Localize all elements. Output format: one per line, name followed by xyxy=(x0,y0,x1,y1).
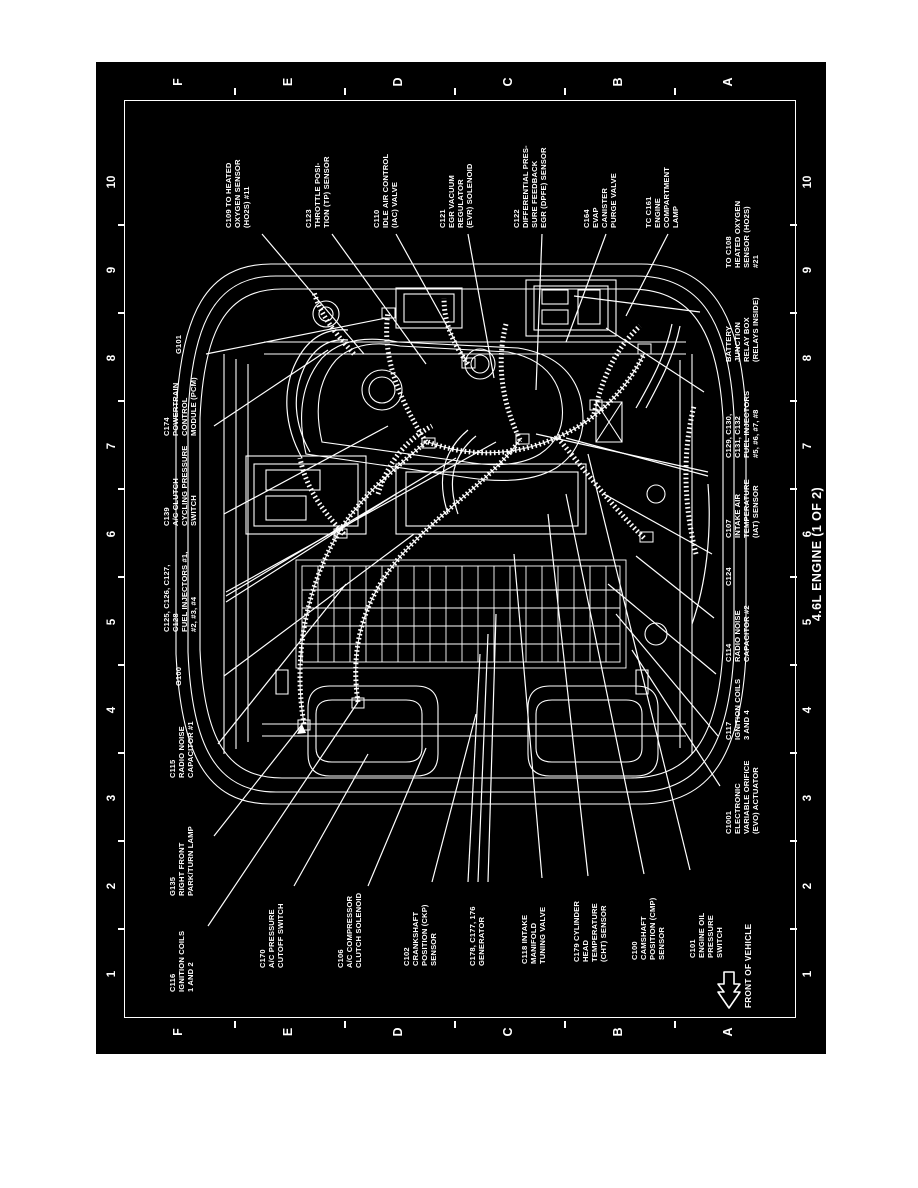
callout-c116: C116 IGNITION COILS 1 AND 2 xyxy=(168,930,196,992)
callout-c109: C109 TO HEATED OXYGEN SENSOR (HO2S) #11 xyxy=(224,159,252,228)
grid-letter-left-e: E xyxy=(281,1027,295,1037)
grid-num-bottom-7: 7 xyxy=(802,442,814,450)
front-of-vehicle-label: FRONT OF VEHICLE xyxy=(744,923,753,1008)
grid-num-bottom-2: 2 xyxy=(802,882,814,890)
grid-letter-right-d: D xyxy=(391,77,405,87)
grid-letter-left-a: A xyxy=(721,1027,735,1037)
callout-c100: C100 CAMSHAFT POSITION (CMP) SENSOR xyxy=(630,897,667,960)
grid-num-top-3: 3 xyxy=(106,794,118,802)
grid-num-top-1: 1 xyxy=(106,970,118,978)
callout-c121: C121 EGR VACUUM REGULATOR (EVR) SOLENOID xyxy=(438,163,475,228)
diagram-frame xyxy=(124,100,796,1018)
grid-letter-right-c: C xyxy=(501,77,515,87)
grid-num-top-5: 5 xyxy=(106,618,118,626)
callout-c117: C117 IGNITION COILS 3 AND 4 xyxy=(724,678,752,740)
callout-c179: C179 CYLINDER HEAD TEMPERATURE (CHT) SEN… xyxy=(572,900,609,962)
callout-c114: C114 RADIO NOISE CAPACITOR #2 xyxy=(724,605,752,662)
callout-c107: C107 INTAKE AIR TEMPERATURE (IAT) SENSOR xyxy=(724,479,761,538)
callout-g100: G100 xyxy=(174,666,183,686)
grid-num-bottom-10: 10 xyxy=(802,175,814,189)
callout-c1001: C1001 ELECTRONIC VARIABLE ORIFICE (EVO) … xyxy=(724,760,761,834)
callout-battery-junction-box: BATTERY JUNCTION RELAY BOX (RELAYS INSID… xyxy=(724,297,761,362)
grid-num-bottom-8: 8 xyxy=(802,354,814,362)
grid-num-top-2: 2 xyxy=(106,882,118,890)
grid-letter-left-b: B xyxy=(611,1027,625,1037)
callout-c102: C102 CRANKSHAFT POSITION (CKP) SENSOR xyxy=(402,904,439,966)
callout-c176: C178, C177, 176 GENERATOR xyxy=(468,906,487,966)
callout-g101: G101 xyxy=(174,334,183,354)
callout-c110: C110 IDLE AIR CONTROL (IAC) VALVE xyxy=(372,153,400,228)
grid-num-top-8: 8 xyxy=(106,354,118,362)
callout-c122: C122 DIFFERENTIAL PRES- SURE FEEDBACK EG… xyxy=(512,145,549,228)
grid-num-bottom-3: 3 xyxy=(802,794,814,802)
grid-letter-right-a: A xyxy=(721,77,735,87)
callout-c129: C129, C130, C131, C132 FUEL INJECTORS #5… xyxy=(724,390,761,458)
grid-num-top-10: 10 xyxy=(106,175,118,189)
grid-num-top-6: 6 xyxy=(106,530,118,538)
grid-letter-left-f: F xyxy=(171,1028,185,1036)
callout-c106: C106 A/C COMPRESSOR CLUTCH SOLENOID xyxy=(336,892,364,968)
page-title: 4.6L ENGINE (1 OF 2) xyxy=(810,486,824,622)
grid-letter-left-d: D xyxy=(391,1027,405,1037)
grid-letter-right-e: E xyxy=(281,77,295,87)
callout-c123: C123 THROTTLE POSI- TION (TP) SENSOR xyxy=(304,156,332,228)
callout-c174: C174 POWERTRAIN CONTROL MODULE (PCM) xyxy=(162,377,199,436)
callout-c118: C118 INTAKE MANIFOLD TUNING VALVE xyxy=(520,906,548,964)
grid-num-bottom-9: 9 xyxy=(802,266,814,274)
callout-to-c108: TO C108 HEATED OXYGEN SENSOR (HO2S) #21 xyxy=(724,200,761,268)
callout-c170: C170 A/C PRESSURE CUTOFF SWITCH xyxy=(258,903,286,968)
callout-tc-c161: TC C161 ENGINE COMPARTMENT LAMP xyxy=(644,167,681,228)
grid-num-top-4: 4 xyxy=(106,706,118,714)
grid-letter-right-f: F xyxy=(171,78,185,86)
grid-num-top-7: 7 xyxy=(106,442,118,450)
callout-g135: G135 RIGHT FRONT PARK/TURN LAMP xyxy=(168,826,196,896)
wiring-diagram-stage: 1 2 3 4 5 6 7 8 9 10 1 2 3 4 5 6 7 8 9 1… xyxy=(96,62,826,1054)
callout-c164: C164 EVAP CANISTER PURGE VALVE xyxy=(582,173,619,228)
front-of-vehicle-arrow-icon xyxy=(717,971,741,1009)
callout-c124: C124 xyxy=(724,567,733,586)
callout-c115: C115 RADIO NOISE CAPACITOR #1 xyxy=(168,721,196,778)
grid-letter-left-c: C xyxy=(501,1027,515,1037)
grid-num-bottom-1: 1 xyxy=(802,970,814,978)
grid-letter-right-b: B xyxy=(611,77,625,87)
callout-c139: C139 A/C CLUTCH CYCLING PRESSURE SWITCH xyxy=(162,445,199,526)
grid-num-top-9: 9 xyxy=(106,266,118,274)
callout-c101: C101 ENGINE OIL PRESSURE SWITCH xyxy=(688,912,725,958)
callout-c125: C125, C126, C127, C128 FUEL INJECTORS #1… xyxy=(162,551,199,633)
grid-num-bottom-4: 4 xyxy=(802,706,814,714)
